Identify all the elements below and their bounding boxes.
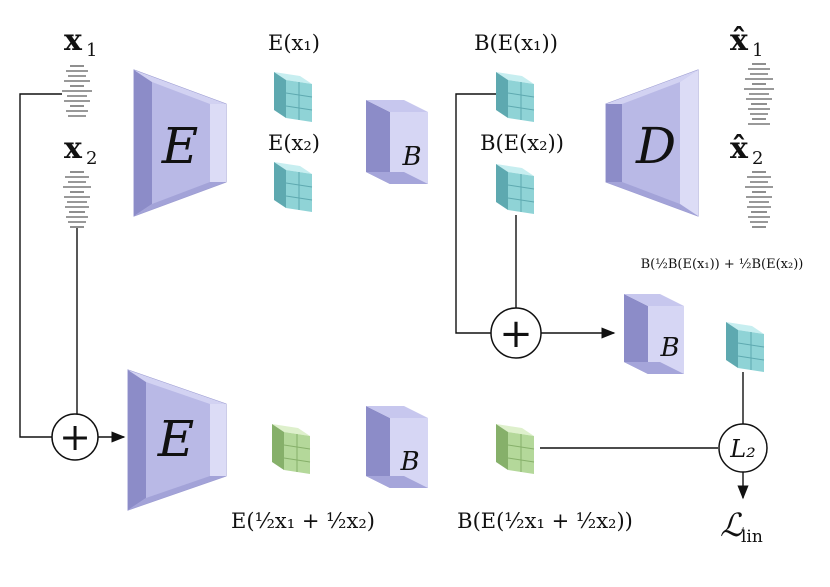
bottleneck-top-block [366, 100, 428, 184]
svg-text:ℒ: ℒ [720, 506, 744, 544]
feature-e-x2 [274, 162, 313, 212]
loss-label: ℒ lin [720, 506, 763, 547]
x2-label: x 2 [64, 131, 97, 169]
bottleneck-bottom-block [366, 406, 428, 488]
e-x2-label: E(x₂) [268, 131, 320, 155]
x2hat-signal-icon [745, 171, 773, 228]
svg-text:lin: lin [741, 527, 763, 547]
plus-symbol: + [59, 415, 91, 459]
svg-text:2: 2 [86, 148, 97, 169]
be-mix-label: B(E(½x₁ + ½x₂)) [457, 509, 633, 533]
x1-signal-icon [62, 65, 92, 117]
encoder-bottom-label: E [157, 410, 195, 468]
svg-text:x: x [64, 131, 83, 166]
bottleneck-mid-label: B [659, 333, 679, 363]
sum-node-inputs: + [51, 413, 99, 461]
x2hat-label: x̂ 2 [730, 131, 763, 169]
feature-e-mix [272, 424, 311, 474]
svg-text:1: 1 [86, 40, 97, 61]
encoder-top-block [133, 69, 227, 217]
plus-symbol: + [499, 311, 533, 357]
feature-be-x2 [496, 164, 535, 214]
bottleneck-bottom-label: B [399, 447, 419, 477]
svg-text:x̂: x̂ [730, 131, 749, 166]
e-x1-label: E(x₁) [268, 31, 320, 55]
svg-text:2: 2 [752, 148, 763, 169]
x1hat-label: x̂ 1 [730, 23, 763, 61]
decoder-label: D [635, 117, 676, 175]
decoder-block [605, 69, 699, 217]
bottleneck-mid-block [624, 294, 684, 374]
e-mix-label: E(½x₁ + ½x₂) [231, 509, 375, 533]
feature-be-mix [496, 424, 535, 474]
bex1-to-sum-line [455, 93, 496, 334]
svg-text:1: 1 [752, 40, 763, 61]
x1-label: x 1 [64, 23, 97, 61]
b-mix-label: B(½B(E(x₁)) + ½B(E(x₂)) [641, 257, 804, 272]
svg-text:x̂: x̂ [730, 23, 749, 58]
feature-be-x1 [496, 72, 535, 122]
l2-label: L₂ [729, 435, 756, 463]
bottleneck-top-label: B [401, 142, 421, 172]
be-x2-label: B(E(x₂)) [480, 131, 564, 155]
connector-lines [19, 93, 749, 500]
feature-b-mix [726, 322, 765, 372]
sum-node-features: + [490, 307, 542, 359]
l2-node: L₂ [718, 423, 768, 473]
x1-to-sum-line [19, 93, 62, 438]
x2-signal-icon [63, 171, 91, 228]
feature-e-x1 [274, 72, 313, 122]
svg-text:x: x [64, 23, 83, 58]
encoder-top-label: E [161, 117, 199, 175]
encoder-bottom-block [127, 369, 227, 511]
be-x1-label: B(E(x₁)) [474, 31, 558, 55]
x1hat-signal-icon [744, 63, 774, 125]
